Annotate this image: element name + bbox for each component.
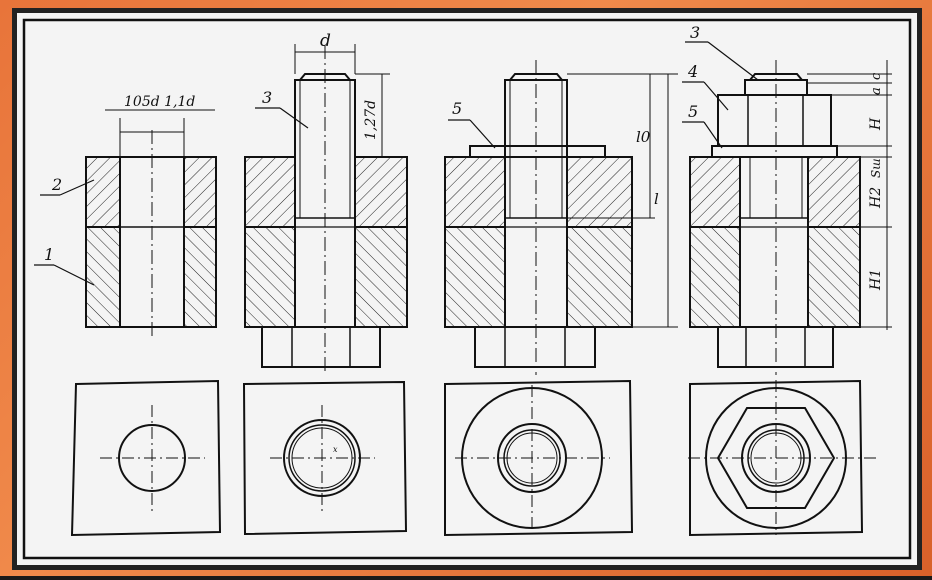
- plan-view-1: [70, 379, 222, 537]
- plan-view-2: x: [242, 380, 408, 536]
- label-a: a: [869, 87, 884, 95]
- label-x: x: [333, 445, 338, 454]
- view-2-bolt: d 1,27d 3: [244, 31, 408, 375]
- label-part-5b: 5: [688, 102, 698, 121]
- drawing-border: [22, 18, 912, 560]
- label-part-1: 1: [44, 245, 54, 264]
- label-part-5a: 5: [452, 99, 462, 118]
- label-l: l: [654, 190, 659, 208]
- view-4-nut: c a H Sш H2 H1 3 4 5: [682, 23, 892, 375]
- view-1-plates: 105d 1,1d 2 1: [34, 94, 217, 340]
- plan-view-3: [444, 379, 634, 537]
- label-Sw: Sш: [869, 158, 883, 178]
- label-part-3a: 3: [262, 88, 272, 107]
- label-c: c: [869, 72, 884, 80]
- label-part-3b: 3: [690, 23, 700, 42]
- bolt-head: [261, 326, 381, 368]
- plan-view-4: [688, 379, 880, 537]
- view-3-washer: l0 l 5: [444, 60, 678, 375]
- label-part-2: 2: [51, 175, 62, 194]
- label-d: d: [320, 31, 331, 51]
- label-H: H: [868, 117, 884, 131]
- label-hole-dim: 105d 1,1d: [124, 94, 195, 110]
- label-H1: H1: [868, 269, 884, 291]
- label-l0: l0: [636, 128, 651, 146]
- label-127d: 1,27d: [363, 100, 379, 140]
- nut: [717, 94, 832, 147]
- label-part-4: 4: [687, 62, 698, 81]
- label-H2: H2: [868, 187, 884, 209]
